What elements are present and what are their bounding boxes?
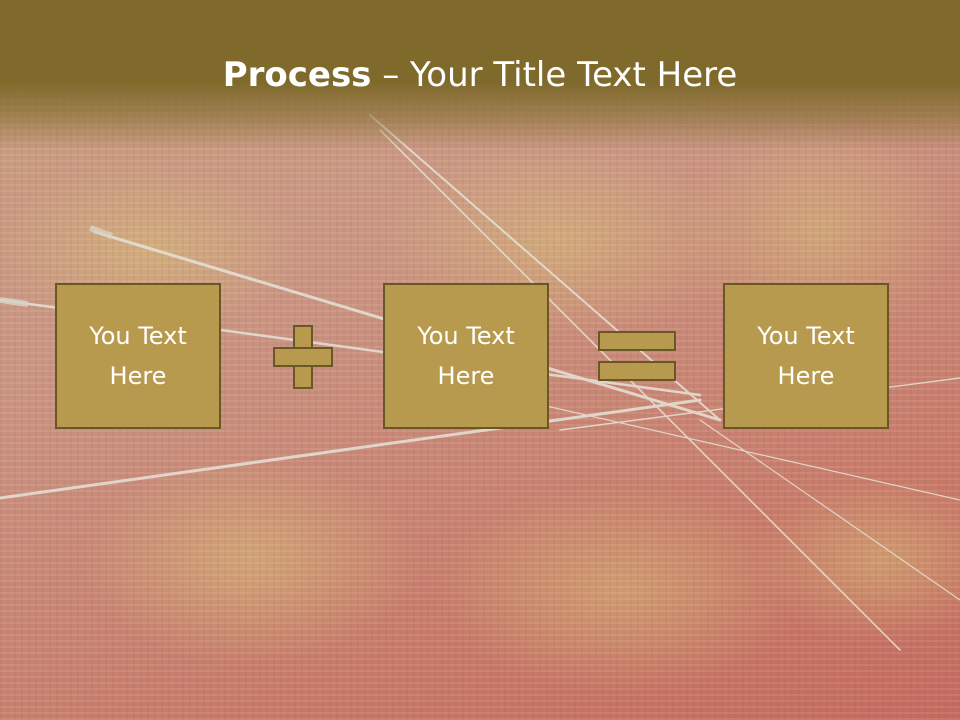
plus-icon xyxy=(273,325,333,389)
process-box-2-label: You Text Here xyxy=(417,322,515,390)
equals-icon xyxy=(598,331,676,383)
title-bold: Process xyxy=(222,55,372,95)
process-box-1-label: You Text Here xyxy=(89,322,187,390)
slide-title: Process – Your Title Text Here xyxy=(0,52,960,98)
process-box-1[interactable]: You Text Here xyxy=(55,283,221,429)
title-rest: – Your Title Text Here xyxy=(371,55,738,95)
title-bar: Process – Your Title Text Here xyxy=(0,0,960,150)
process-box-3-label: You Text Here xyxy=(757,322,855,390)
process-box-3[interactable]: You Text Here xyxy=(723,283,889,429)
process-box-2[interactable]: You Text Here xyxy=(383,283,549,429)
